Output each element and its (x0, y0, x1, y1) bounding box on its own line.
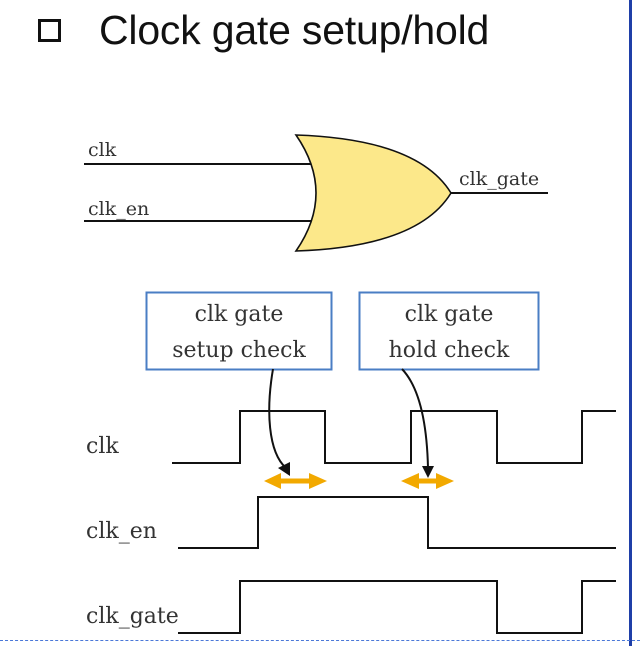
setup-pointer-line (268, 368, 287, 469)
setup-check-line2: setup check (172, 338, 306, 363)
setup-check-callout: clk gate setup check (145, 291, 333, 371)
gate-schematic: clk clk_en clk_gate (84, 134, 548, 252)
hold-pointer-head-icon (422, 466, 434, 478)
setup-window-left-arrow-icon (264, 473, 281, 489)
hold-pointer-line (401, 368, 429, 469)
setup-check-line1: clk gate (195, 302, 284, 327)
slide-title: Clock gate setup/hold (99, 6, 490, 53)
title-row: Clock gate setup/hold (38, 6, 489, 54)
hold-check-line1: clk gate (405, 302, 494, 327)
gate-input-clk-label: clk (88, 139, 117, 161)
hold-window-right-arrow-icon (436, 473, 454, 489)
clk-gate-waveform-label: clk_gate (86, 604, 179, 629)
clk-gate-waveform: clk_gate (86, 580, 616, 634)
hold-check-callout: clk gate hold check (358, 291, 540, 371)
clk-signal-trace (172, 410, 616, 464)
slide-right-border (629, 0, 632, 646)
hold-window-left-arrow-icon (401, 473, 419, 489)
setup-pointer-head-icon (278, 462, 290, 476)
clk-waveform-label: clk (86, 434, 119, 459)
gate-output-label: clk_gate (459, 168, 539, 190)
slide-bottom-rule (0, 640, 640, 641)
or-gate-icon (294, 134, 452, 252)
clk-en-signal-trace (178, 496, 616, 549)
clk-waveform: clk (86, 410, 616, 464)
checkbox-bullet-icon (38, 18, 61, 42)
setup-window-marker (264, 473, 327, 489)
clk-en-waveform: clk_en (86, 496, 616, 549)
hold-check-box (358, 291, 540, 371)
setup-window-right-arrow-icon (309, 473, 327, 489)
hold-window-marker (401, 473, 454, 489)
hold-check-line2: hold check (389, 338, 510, 363)
gate-input-clk-en-label: clk_en (88, 198, 149, 220)
clk-gate-signal-trace (178, 580, 616, 634)
clk-en-waveform-label: clk_en (86, 519, 157, 544)
setup-check-box (145, 291, 333, 371)
pointer-arrows (268, 368, 434, 478)
